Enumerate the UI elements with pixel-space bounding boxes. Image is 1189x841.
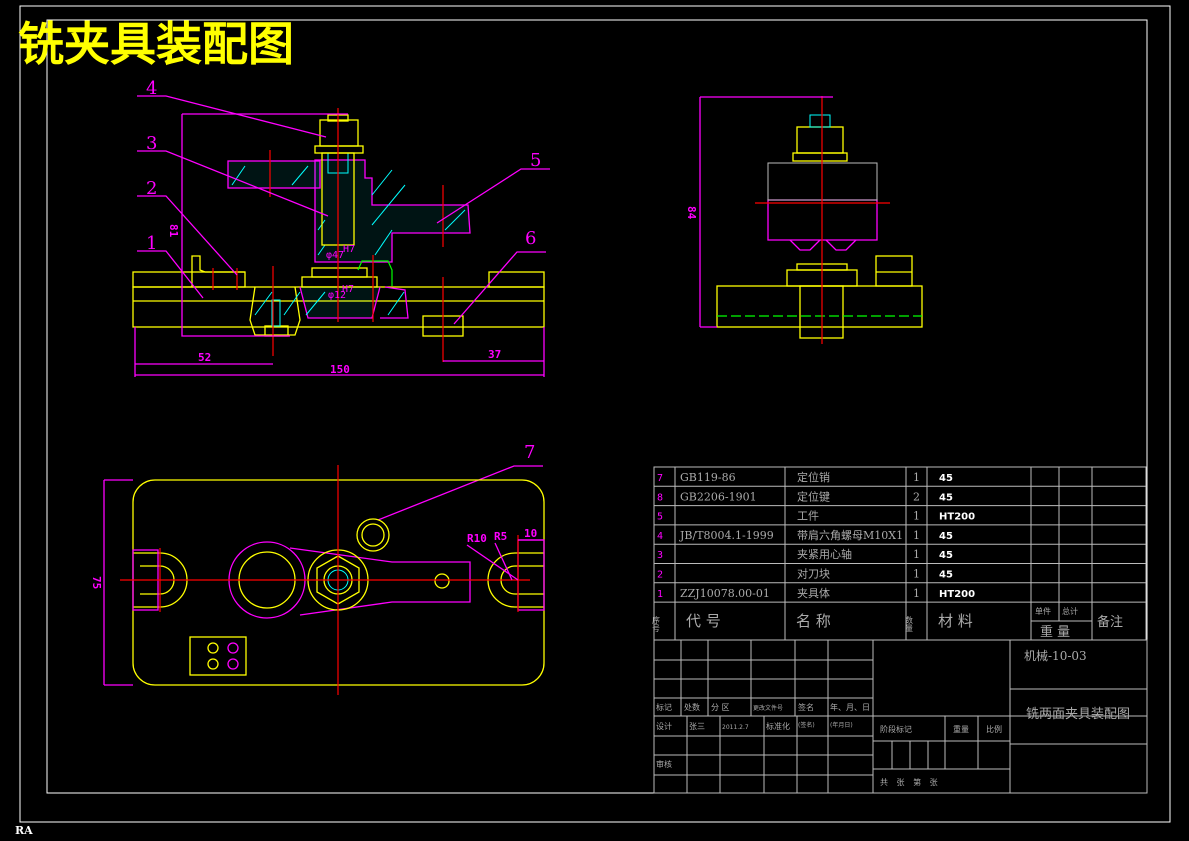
- front-view: 81 52 150 37 φ47 H7 φ12 H7 4 3 2 1 5 6 7: [132, 78, 550, 521]
- bom-row-qty: 1: [913, 587, 920, 600]
- svg-text:52: 52: [198, 351, 211, 364]
- bom-row-material: 45: [939, 570, 953, 581]
- bom-row-number: 3: [657, 550, 663, 561]
- svg-text:φ47: φ47: [326, 250, 344, 261]
- bom-row-number: 5: [657, 512, 663, 523]
- svg-text:84: 84: [685, 206, 698, 220]
- bom-row-material: HT200: [939, 589, 975, 600]
- bom-row-qty: 1: [913, 568, 920, 581]
- svg-text:R5: R5: [494, 530, 507, 543]
- svg-text:张三: 张三: [689, 722, 705, 731]
- bom-header: 代 号: [686, 612, 721, 630]
- corner-mark: RA: [15, 824, 33, 837]
- svg-text:5: 5: [530, 150, 541, 171]
- svg-text:标记: 标记: [656, 702, 672, 712]
- svg-text:7: 7: [524, 442, 535, 463]
- drawing-name: 铣两面夹具装配图: [1026, 707, 1130, 722]
- bom-row-qty: 1: [913, 548, 920, 561]
- bom-row-code: GB119-86: [680, 471, 736, 484]
- bom-row-number: 8: [657, 492, 663, 503]
- title-block: 标记 处数 分 区 更改文件号 签名 年、月、日 设计 张三 2011.2.7 …: [653, 639, 1148, 794]
- bom-row-code: ZZJ10078.00-01: [680, 587, 770, 600]
- svg-text:150: 150: [330, 363, 350, 376]
- svg-text:81: 81: [167, 224, 180, 238]
- bom-header: 备注: [1097, 614, 1123, 630]
- svg-text:4: 4: [146, 78, 157, 99]
- svg-text:共 张 第 张: 共 张 第 张: [880, 777, 941, 787]
- bom-row-qty: 2: [913, 490, 920, 503]
- svg-text:10: 10: [524, 527, 537, 540]
- bom-row-code: GB2206-1901: [680, 490, 757, 503]
- bom-row-number: 4: [657, 531, 663, 542]
- bom-row-material: 45: [939, 492, 953, 503]
- svg-text:更改文件号: 更改文件号: [753, 704, 783, 712]
- bom-row-number: 7: [657, 473, 663, 484]
- drawing-title: 铣夹具装配图: [18, 17, 294, 71]
- bom-row-material: HT200: [939, 512, 975, 523]
- svg-text:阶段标记: 阶段标记: [880, 724, 912, 734]
- outer-frame: [19, 5, 1171, 823]
- svg-text:H7: H7: [343, 244, 355, 255]
- svg-text:比例: 比例: [986, 724, 1002, 734]
- bom-row-name: 定位销: [797, 470, 830, 484]
- svg-text:处数: 处数: [684, 702, 700, 712]
- bom-header: 总计: [1062, 606, 1078, 616]
- bom-row-number: 2: [657, 570, 663, 581]
- bom-header: 数量: [905, 615, 914, 632]
- bom-row-qty: 1: [913, 529, 920, 542]
- svg-text:75: 75: [90, 576, 103, 589]
- bom-row-number: 1: [657, 589, 663, 600]
- svg-text:3: 3: [146, 133, 157, 154]
- svg-text:设计: 设计: [656, 721, 672, 731]
- svg-text:分 区: 分 区: [711, 703, 730, 712]
- svg-text:2011.2.7: 2011.2.7: [722, 724, 749, 731]
- drawing-number: 机械-10-03: [1024, 648, 1087, 663]
- svg-text:2: 2: [146, 178, 157, 199]
- bom-row-name: 夹具体: [797, 586, 830, 600]
- bom-header: 重 量: [1040, 624, 1070, 640]
- svg-text:37: 37: [488, 348, 501, 361]
- svg-text:年、月、日: 年、月、日: [830, 702, 870, 712]
- svg-text:签名: 签名: [798, 702, 814, 712]
- svg-text:H7: H7: [342, 284, 354, 295]
- bom-row-material: 45: [939, 531, 953, 542]
- side-view: 84: [685, 96, 923, 344]
- bom-row-name: 定位键: [797, 489, 830, 503]
- bom-row-name: 对刀块: [797, 567, 830, 581]
- bom-header: 单件: [1035, 606, 1051, 616]
- bom-header: 名 称: [796, 612, 831, 630]
- svg-text:R10: R10: [467, 532, 487, 545]
- bom-row-qty: 1: [913, 510, 920, 523]
- svg-text:重量: 重量: [953, 724, 969, 734]
- bom-row-name: 带肩六角螺母M10X1: [797, 528, 903, 542]
- bom-row-material: 45: [939, 473, 953, 484]
- svg-text:(签名): (签名): [798, 721, 815, 729]
- bom-row-qty: 1: [913, 471, 920, 484]
- bom-row-name: 工件: [797, 510, 819, 523]
- bom-row-code: JB/T8004.1-1999: [679, 529, 774, 542]
- bom-row-material: 45: [939, 550, 953, 561]
- svg-text:1: 1: [146, 233, 157, 254]
- bom-row-name: 夹紧用心轴: [797, 547, 852, 561]
- svg-text:审核: 审核: [656, 759, 672, 769]
- inner-frame: [46, 19, 1148, 794]
- svg-text:标准化: 标准化: [766, 721, 790, 731]
- top-view: 75 R10 R5 10: [90, 465, 545, 695]
- bom-header: 材 料: [938, 612, 973, 630]
- svg-text:6: 6: [525, 228, 536, 249]
- svg-text:φ12: φ12: [328, 290, 346, 301]
- svg-text:(年月日): (年月日): [830, 721, 853, 729]
- bom-header: 序号: [652, 615, 661, 633]
